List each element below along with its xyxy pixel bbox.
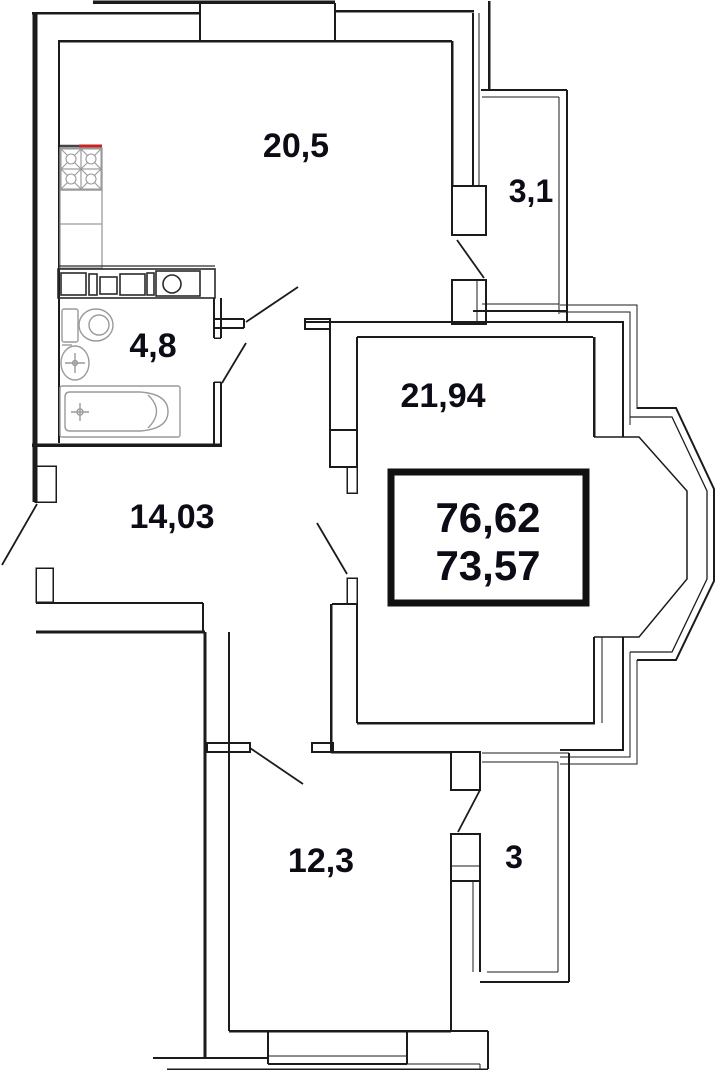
living-top-wall-outer	[306, 320, 625, 437]
duct-box-2	[88, 273, 98, 296]
label-living-room: 21,94	[400, 377, 485, 415]
label-balcony-upper: 3,1	[509, 173, 553, 209]
walls	[32, 0, 638, 1070]
total-area-value: 76,62	[435, 494, 540, 541]
sink-icon	[60, 345, 90, 381]
bathroom-fixtures	[59, 308, 181, 438]
bay-window-outer	[637, 407, 715, 661]
balcony-bottom-door-swing	[457, 789, 481, 833]
duct-box-1	[60, 272, 87, 296]
total-area-box: 76,62 73,57	[387, 468, 590, 607]
bay-window-inner	[594, 436, 688, 638]
kitchen-door-swing	[245, 286, 299, 323]
washer-drum-icon	[162, 274, 182, 294]
duct-band-outline	[57, 268, 216, 299]
balcony2-wall-block	[450, 751, 481, 791]
bathtub-icon	[59, 385, 181, 438]
living-door-stub-bottom	[346, 577, 358, 605]
living-left-pier	[329, 429, 358, 468]
label-bedroom: 12,3	[288, 842, 354, 880]
kitchen-door-stub-right	[304, 318, 331, 330]
washer-box	[155, 270, 201, 297]
bay-lower-corner-a	[560, 637, 624, 751]
entrance-pier-bottom	[35, 567, 54, 603]
label-kitchen-living: 20,5	[263, 127, 329, 165]
living-door-swing	[316, 522, 348, 575]
living-area-value: 73,57	[435, 542, 540, 589]
bay-window-and-doors	[1, 239, 715, 833]
duct-shaft-band	[57, 265, 216, 299]
duct-box-4	[119, 273, 146, 296]
room-labels: 20,5 3,1 4,8 21,94 14,03 12,3 3	[129, 127, 553, 880]
bay-lower-corner-b	[560, 652, 631, 758]
balcony-wall-column	[451, 279, 487, 325]
bathroom-door-swing	[221, 342, 247, 384]
living-top-corner-outer	[560, 304, 638, 409]
living-top-corner-mid	[560, 311, 631, 425]
toilet-icon	[61, 308, 114, 346]
duct-box-5	[146, 272, 155, 296]
kitchen-counter	[59, 189, 103, 269]
bay-lower-corner-c	[560, 660, 638, 765]
bedroom-door-stub-left	[206, 742, 251, 753]
living-door-stub-top	[346, 466, 358, 494]
entrance-door-swing	[1, 503, 38, 566]
balcony-top-door-swing	[456, 239, 485, 279]
total-area-box-frame	[387, 468, 590, 607]
bedroom-door-stub-right	[311, 742, 334, 753]
bay-window-mid	[630, 416, 708, 653]
balcony-door-block	[451, 185, 487, 236]
balcony2-door-block	[450, 833, 481, 882]
bedroom-door-swing	[249, 747, 304, 785]
label-bathroom: 4,8	[129, 327, 176, 365]
label-balcony-lower: 3	[505, 839, 523, 875]
duct-box-3	[99, 276, 118, 295]
label-hallway: 14,03	[129, 498, 214, 536]
stove-burners	[60, 148, 102, 190]
entrance-pier-top	[34, 465, 57, 503]
kitchen-fixtures	[59, 144, 103, 269]
